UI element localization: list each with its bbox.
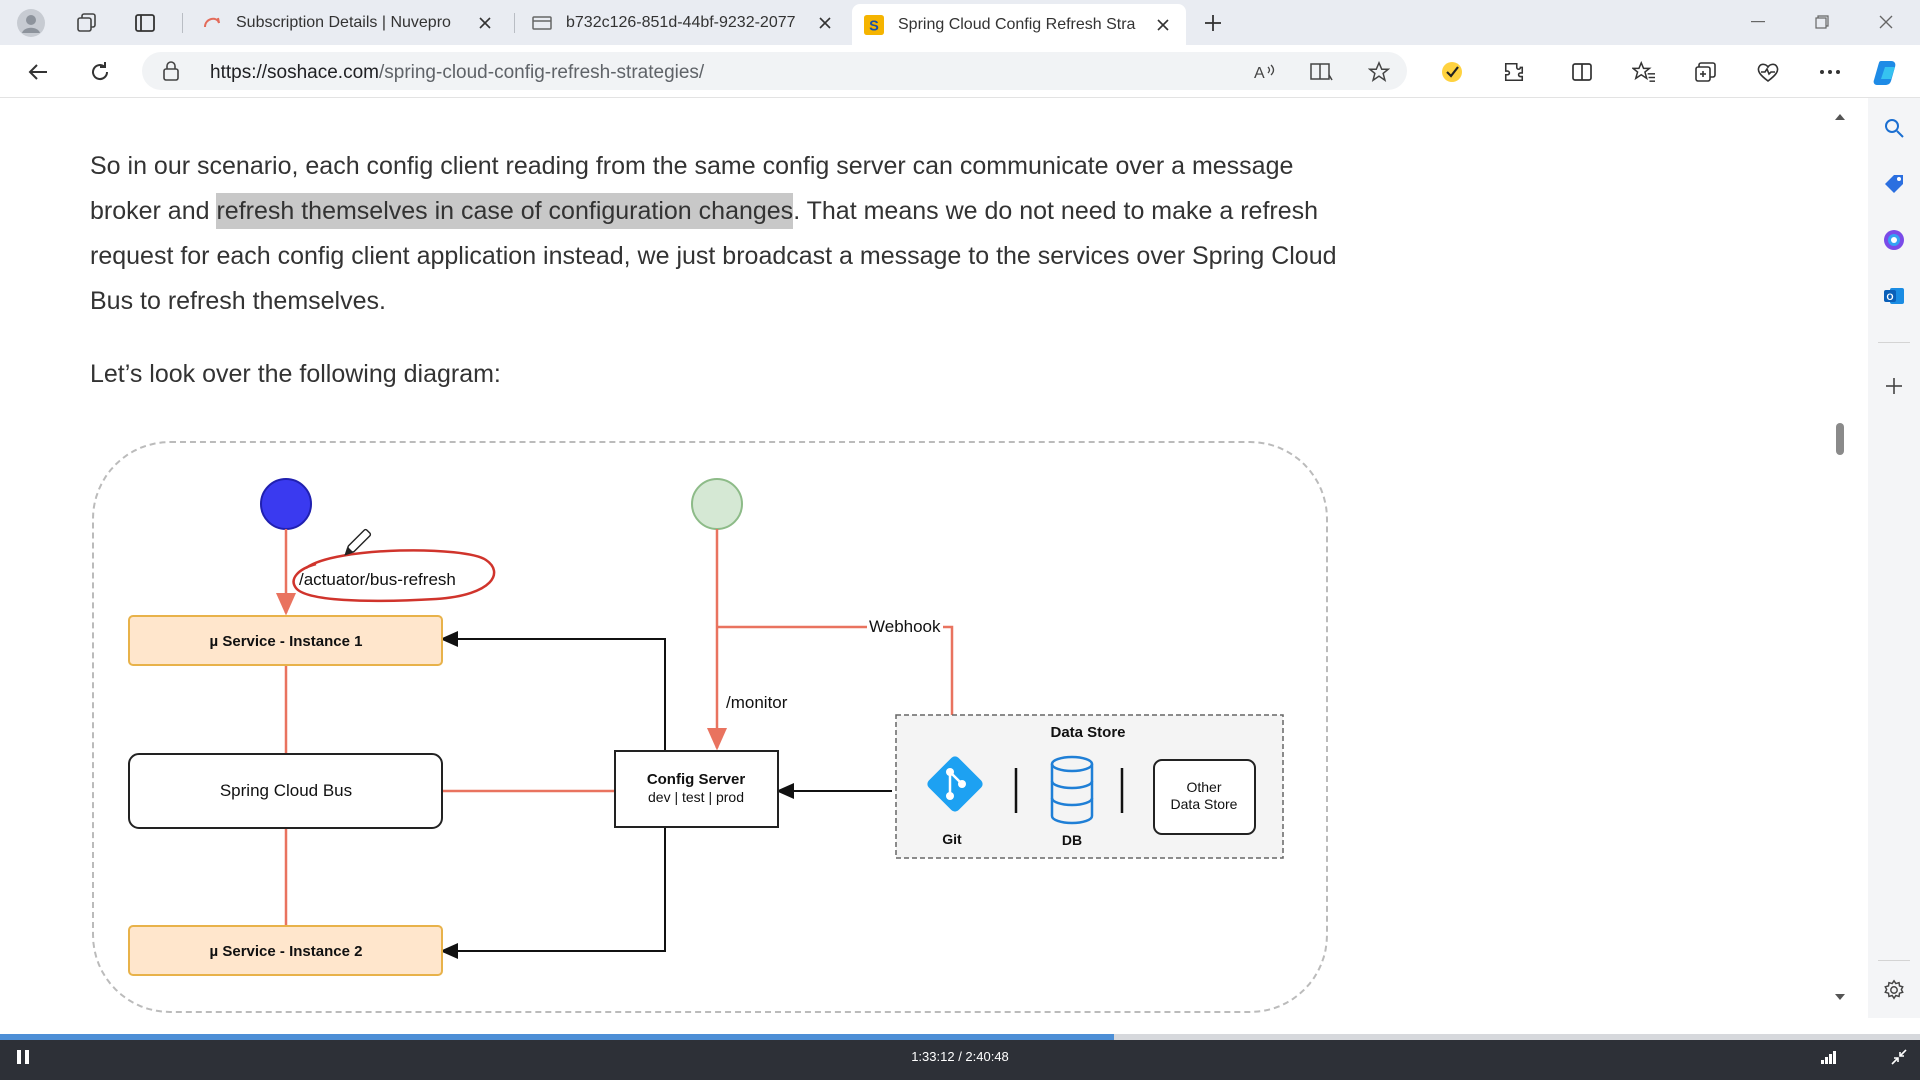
monitor-label: /monitor bbox=[726, 693, 788, 712]
git-label: Git bbox=[942, 831, 962, 847]
close-tab-icon[interactable] bbox=[474, 12, 496, 34]
article-paragraph: So in our scenario, each config client r… bbox=[90, 152, 1337, 315]
address-bar[interactable]: https://soshace.com/spring-cloud-config-… bbox=[142, 52, 1407, 90]
signal-quality-icon[interactable] bbox=[1818, 1046, 1840, 1068]
trigger-node bbox=[260, 478, 312, 530]
spring-cloud-bus-box bbox=[128, 753, 443, 829]
data-store-title: Data Store bbox=[1050, 724, 1125, 741]
video-progress-fill bbox=[0, 1034, 1114, 1040]
annotation-circle bbox=[292, 549, 496, 603]
profile-icon[interactable] bbox=[14, 6, 48, 40]
pen-cursor-icon bbox=[344, 528, 372, 556]
tab-actions-icon[interactable] bbox=[128, 6, 162, 40]
navigation-toolbar: https://soshace.com/spring-cloud-config-… bbox=[0, 45, 1920, 98]
office-copilot-icon[interactable] bbox=[1878, 224, 1910, 256]
close-window-icon[interactable] bbox=[1864, 6, 1908, 38]
soshace-favicon-icon: S bbox=[864, 14, 884, 35]
diagram-drawing: µ Service - Instance 1 Spring Cloud Bus … bbox=[128, 478, 1284, 976]
favorite-star-icon[interactable] bbox=[1366, 59, 1392, 85]
shopping-tag-icon[interactable] bbox=[1878, 168, 1910, 200]
exit-fullscreen-icon[interactable] bbox=[1888, 1046, 1910, 1068]
tab-strip: Subscription Details | Nuvepro b732c126-… bbox=[0, 0, 1920, 45]
other-data-store-label: Other bbox=[1186, 779, 1221, 795]
config-server-title: Config Server bbox=[647, 771, 746, 788]
playback-time: 1:33:12 / 2:40:48 bbox=[911, 1049, 1009, 1064]
other-data-store-box bbox=[1153, 759, 1256, 835]
scroll-thumb[interactable] bbox=[1836, 423, 1844, 455]
pause-icon[interactable] bbox=[14, 1048, 32, 1066]
webhook-source-node bbox=[691, 478, 743, 530]
page-scrollbar[interactable] bbox=[1832, 98, 1848, 1018]
browser-essentials-icon[interactable] bbox=[1750, 55, 1786, 89]
close-tab-icon[interactable] bbox=[814, 12, 836, 34]
actuator-bus-refresh-label: /actuator/bus-refresh bbox=[299, 570, 456, 589]
page-favicon-icon bbox=[532, 13, 552, 33]
database-icon bbox=[1050, 755, 1094, 825]
lock-icon[interactable] bbox=[162, 61, 182, 81]
config-to-service2-arrow bbox=[440, 827, 666, 959]
search-icon[interactable] bbox=[1878, 112, 1910, 144]
architecture-diagram bbox=[92, 441, 1328, 1013]
collections-icon[interactable] bbox=[1688, 55, 1724, 89]
video-progress-bar[interactable] bbox=[0, 1034, 1920, 1040]
favorites-icon[interactable] bbox=[1626, 55, 1662, 89]
service-instance-1-box bbox=[128, 615, 443, 666]
webhook-label-bg bbox=[867, 614, 943, 636]
service-instance-2-box bbox=[128, 925, 443, 976]
svg-text:A: A bbox=[1254, 65, 1265, 82]
other-data-store-label: Data Store bbox=[1171, 796, 1238, 812]
norton-extension-icon[interactable] bbox=[1434, 55, 1470, 89]
read-aloud-icon[interactable]: A bbox=[1252, 59, 1278, 85]
article-paragraph-diagram-intro: Let’s look over the following diagram: bbox=[90, 360, 501, 388]
spring-cloud-bus-label: Spring Cloud Bus bbox=[220, 781, 352, 800]
service-instance-1-label: µ Service - Instance 1 bbox=[210, 633, 363, 650]
git-icon bbox=[927, 756, 983, 812]
workspaces-icon[interactable] bbox=[70, 6, 104, 40]
back-icon[interactable] bbox=[20, 55, 56, 89]
config-server-environments: dev | test | prod bbox=[648, 789, 744, 805]
tab-spring-cloud[interactable]: S Spring Cloud Config Refresh Stra bbox=[852, 4, 1186, 45]
scroll-up-icon[interactable] bbox=[1832, 110, 1848, 124]
tab-subscription[interactable]: Subscription Details | Nuvepro bbox=[190, 4, 508, 42]
edge-sidebar: O bbox=[1868, 98, 1920, 1018]
highlighted-text: refresh themselves in case of configurat… bbox=[216, 193, 794, 229]
new-tab-icon[interactable] bbox=[1196, 6, 1230, 40]
restore-icon[interactable] bbox=[1800, 6, 1844, 38]
scroll-down-icon[interactable] bbox=[1832, 990, 1848, 1004]
add-sidebar-app-icon[interactable] bbox=[1878, 370, 1910, 402]
config-server-box bbox=[614, 750, 779, 828]
service-instance-2-label: µ Service - Instance 2 bbox=[210, 943, 363, 960]
svg-text:O: O bbox=[1886, 292, 1893, 302]
sidebar-settings-icon[interactable] bbox=[1878, 974, 1910, 1006]
webhook-label: Webhook bbox=[869, 617, 941, 636]
tab-uuid[interactable]: b732c126-851d-44bf-9232-2077 bbox=[520, 4, 848, 42]
minimize-icon[interactable] bbox=[1736, 6, 1780, 38]
video-player-bar: 1:33:12 / 2:40:48 bbox=[0, 1034, 1920, 1080]
config-to-service1-arrow bbox=[440, 631, 666, 751]
nuvepro-favicon-icon bbox=[202, 13, 222, 33]
close-tab-icon[interactable] bbox=[1152, 14, 1174, 36]
db-label: DB bbox=[1062, 832, 1082, 848]
svg-text:S: S bbox=[869, 18, 879, 34]
outlook-icon[interactable]: O bbox=[1878, 280, 1910, 312]
more-options-icon[interactable] bbox=[1812, 55, 1848, 89]
refresh-icon[interactable] bbox=[82, 55, 118, 89]
split-screen-icon[interactable] bbox=[1564, 55, 1600, 89]
web-page: So in our scenario, each config client r… bbox=[6, 98, 1848, 1018]
extensions-icon[interactable] bbox=[1496, 55, 1532, 89]
copilot-icon[interactable] bbox=[1870, 55, 1906, 89]
url-text[interactable]: https://soshace.com/spring-cloud-config-… bbox=[210, 62, 705, 83]
immersive-reader-icon[interactable] bbox=[1308, 59, 1334, 85]
